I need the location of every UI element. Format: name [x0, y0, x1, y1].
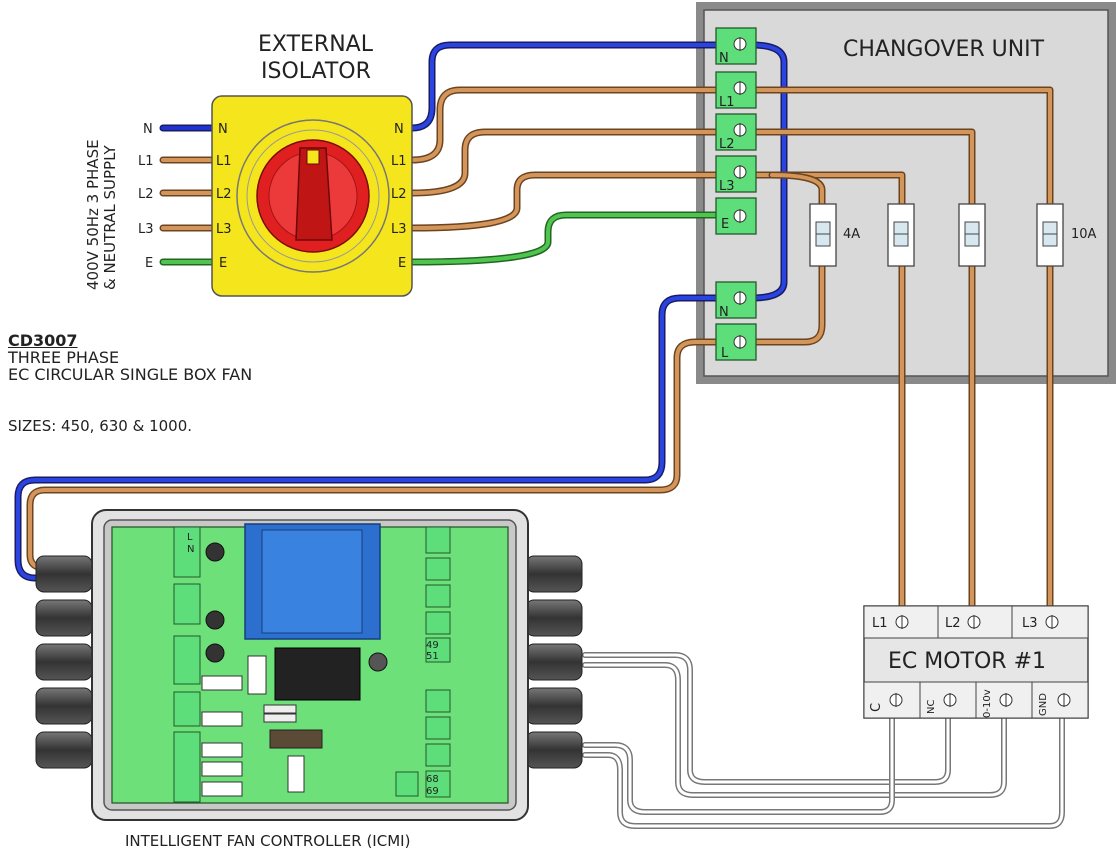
- product-code: CD3007: [8, 331, 78, 350]
- supply-label-l2: L2: [138, 187, 154, 202]
- motor-signal-terminals: C NC 0-10v GND: [869, 689, 1071, 718]
- svg-text:L3: L3: [1022, 616, 1038, 631]
- isolator-title-line2: ISOLATOR: [261, 59, 371, 84]
- changeover-to-controller: [14, 294, 726, 582]
- svg-text:E: E: [721, 217, 729, 232]
- supply-line2: & NEUTRAL SUPPLY: [101, 145, 119, 290]
- product-line2: EC CIRCULAR SINGLE BOX FAN: [8, 365, 253, 384]
- fuse-4a: [809, 203, 837, 267]
- svg-text:C: C: [869, 703, 884, 712]
- isolator-in-l3: L3: [216, 222, 232, 237]
- controller-terminal-n: N: [187, 544, 194, 555]
- external-isolator: EXTERNAL ISOLATOR N L1 L2 L3 E N L1 L2 L…: [138, 32, 413, 297]
- fuse-l1: [1036, 203, 1064, 267]
- fan-controller: L N 49 51 68 69 INTELLIGENT FAN CONTROLL…: [35, 509, 583, 850]
- isolator-knob: [256, 139, 370, 253]
- isolator-in-e: E: [219, 256, 227, 271]
- product-line1: THREE PHASE: [8, 348, 120, 367]
- svg-text:N: N: [719, 305, 729, 320]
- terminal-n-bottom: N: [715, 281, 757, 320]
- svg-text:0-10v: 0-10v: [982, 689, 993, 718]
- terminal-l3: L3: [715, 155, 757, 194]
- terminal-l2: L2: [715, 113, 757, 152]
- motor-title: EC MOTOR #1: [888, 649, 1046, 674]
- controller-terminal-49: 49: [426, 640, 439, 651]
- fuse-l3: [887, 203, 915, 267]
- fuse-to-motor-wires: [898, 261, 1054, 614]
- wiring: [14, 41, 1065, 829]
- isolator-out-l3: L3: [391, 222, 407, 237]
- controller-right-terminals: 49 51 68 69: [395, 526, 451, 798]
- terminal-l1: L1: [715, 71, 757, 110]
- isolator-out-l2: L2: [391, 187, 407, 202]
- fuse-l2: [958, 203, 986, 267]
- controller-caption: INTELLIGENT FAN CONTROLLER (ICMI): [125, 832, 410, 850]
- changeover-title: CHANGOVER UNIT: [843, 37, 1045, 62]
- svg-text:L2: L2: [945, 616, 961, 631]
- svg-text:L2: L2: [719, 137, 735, 152]
- supply-leads: [159, 124, 216, 266]
- controller-terminal-l: L: [187, 532, 193, 543]
- fuse-label-4a: 4A: [843, 227, 860, 242]
- ec-motor: EC MOTOR #1 L1 L2 L3 C NC 0-10v GND: [863, 605, 1089, 719]
- product-sizes: SIZES: 450, 630 & 1000.: [8, 417, 193, 435]
- supply-label-l1: L1: [138, 154, 154, 169]
- svg-text:GND: GND: [1038, 693, 1049, 716]
- controller-left-terminals: L N: [173, 526, 201, 803]
- supply-label-l3: L3: [138, 222, 154, 237]
- supply-label-e: E: [145, 256, 153, 271]
- terminal-e: E: [715, 197, 757, 235]
- changeover-internal-wires: [748, 41, 1054, 346]
- controller-terminal-51: 51: [426, 651, 439, 662]
- isolator-out-e: E: [398, 256, 406, 271]
- supply-line1: 400V 50Hz 3 PHASE: [84, 139, 102, 290]
- changeover-unit: CHANGOVER UNIT: [696, 2, 1116, 384]
- svg-text:L1: L1: [872, 616, 888, 631]
- isolator-out-l1: L1: [391, 154, 407, 169]
- controller-terminal-69: 69: [426, 786, 439, 797]
- supply-label: 400V 50Hz 3 PHASE & NEUTRAL SUPPLY: [84, 139, 119, 290]
- supply-label-n: N: [143, 122, 153, 137]
- isolator-in-l1: L1: [216, 154, 232, 169]
- terminal-l-bottom: L: [715, 323, 757, 361]
- svg-text:NC: NC: [926, 700, 937, 714]
- svg-text:N: N: [719, 51, 729, 66]
- isolator-in-n: N: [218, 122, 228, 137]
- fuse-label-10a: 10A: [1071, 227, 1097, 242]
- glands-right: [525, 555, 583, 769]
- isolator-in-l2: L2: [216, 187, 232, 202]
- isolator-title-line1: EXTERNAL: [258, 32, 374, 57]
- isolator-out-n: N: [394, 122, 404, 137]
- glands-left: [35, 555, 93, 769]
- product-title-block: CD3007 THREE PHASE EC CIRCULAR SINGLE BO…: [8, 332, 252, 383]
- fuses: 4A 10A: [809, 203, 1097, 267]
- svg-text:L3: L3: [719, 179, 735, 194]
- changeover-terminals: N L1 L2 L3 E N L: [715, 27, 757, 361]
- controller-terminal-68: 68: [426, 774, 439, 785]
- terminal-n-top: N: [715, 27, 757, 66]
- motor-power-terminals: L1 L2 L3: [872, 615, 1059, 631]
- isolator-to-changeover: [408, 41, 726, 266]
- svg-text:L: L: [721, 346, 729, 361]
- svg-text:L1: L1: [719, 95, 735, 110]
